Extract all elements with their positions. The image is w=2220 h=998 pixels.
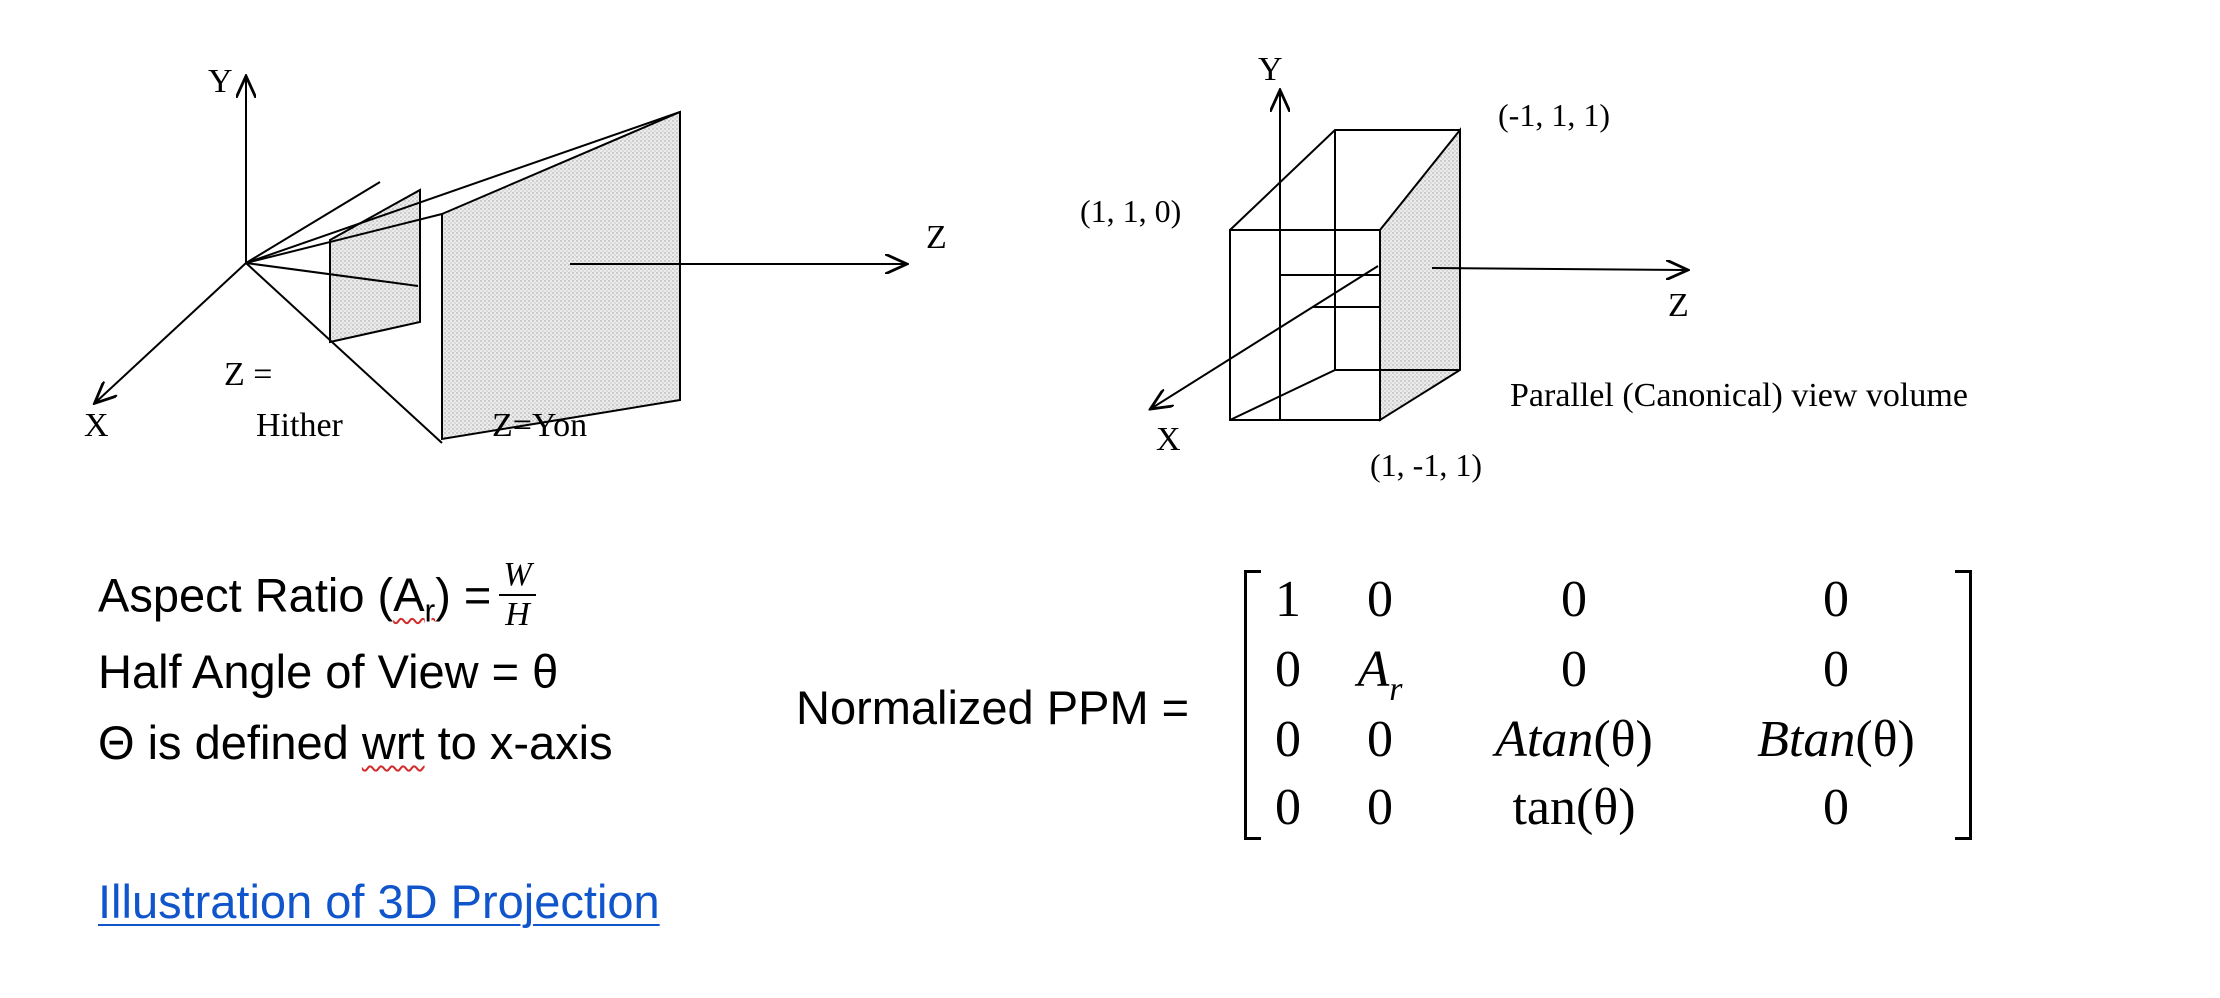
normalized-ppm-matrix: 1 0 0 0 0 Ar 0 0 0 0 Atan(θ) Btan(θ) 0 0… bbox=[1244, 570, 1972, 840]
perspective-view-volume-diagram: Y X Z Z = Hither Z=Yon bbox=[84, 63, 947, 444]
yon-label: Z=Yon bbox=[492, 407, 587, 444]
matrix-cell: 0 bbox=[1367, 711, 1393, 768]
theta-suffix: to x-axis bbox=[424, 716, 613, 769]
theta-prefix: Θ is defined bbox=[98, 716, 362, 769]
matrix-cell: 0 bbox=[1367, 779, 1393, 836]
matrix-cell: 0 bbox=[1275, 711, 1301, 768]
matrix-cell-a-r: Ar bbox=[1357, 641, 1403, 708]
fraction-denominator: H bbox=[505, 596, 530, 633]
z-axis-label: Z bbox=[1668, 287, 1689, 324]
matrix-cell: 0 bbox=[1561, 641, 1587, 698]
z-axis bbox=[1431, 268, 1686, 270]
hither-label-2: Hither bbox=[256, 407, 344, 444]
canonical-view-volume-diagram: Y X Z (-1, 1, 1) (1, 1, 0) (1, -1, 1) Pa… bbox=[1080, 51, 1968, 483]
matrix-cell: 0 bbox=[1823, 779, 1849, 836]
matrix-cell: 0 bbox=[1275, 641, 1301, 698]
matrix-label: Normalized PPM = bbox=[796, 681, 1190, 734]
z-axis-label: Z bbox=[926, 219, 947, 256]
aspect-ratio-prefix: Aspect Ratio ( bbox=[98, 568, 394, 622]
frustum-edges bbox=[245, 111, 681, 444]
right-bracket bbox=[1955, 570, 1972, 840]
matrix-cell-btan: Btan(θ) bbox=[1757, 711, 1915, 768]
matrix-cell: 0 bbox=[1823, 571, 1849, 628]
far-face bbox=[1379, 127, 1461, 422]
matrix-cell-tan: tan(θ) bbox=[1512, 779, 1636, 836]
aspect-ratio-symbol: Ar bbox=[393, 568, 436, 629]
hither-label: Z = bbox=[224, 356, 272, 393]
y-axis-label: Y bbox=[1258, 51, 1283, 88]
x-axis bbox=[1152, 265, 1379, 408]
view-volume-caption: Parallel (Canonical) view volume bbox=[1510, 377, 1968, 414]
theta-wrt: wrt bbox=[361, 716, 425, 769]
x-axis bbox=[96, 262, 247, 402]
matrix-cell: 0 bbox=[1275, 779, 1301, 836]
corner-label-top-right: (-1, 1, 1) bbox=[1498, 97, 1610, 133]
hither-plane bbox=[329, 188, 421, 344]
matrix-cell: 0 bbox=[1367, 571, 1393, 628]
fraction-numerator: W bbox=[499, 556, 536, 596]
x-axis-label: X bbox=[1156, 421, 1181, 458]
matrix-cell: 0 bbox=[1823, 641, 1849, 698]
yon-plane bbox=[441, 110, 681, 441]
corner-label-top-left: (1, 1, 0) bbox=[1080, 193, 1181, 229]
aspect-ratio-suffix: ) = bbox=[435, 568, 492, 622]
matrix-cell-atan: Atan(θ) bbox=[1495, 711, 1653, 768]
x-axis-label: X bbox=[84, 407, 109, 444]
half-angle-definition: Half Angle of View = θ bbox=[98, 645, 559, 698]
y-axis-label: Y bbox=[208, 63, 233, 100]
illustration-link[interactable]: Illustration of 3D Projection bbox=[98, 875, 660, 928]
matrix-cell: 1 bbox=[1275, 571, 1301, 628]
matrix-cell: 0 bbox=[1561, 571, 1587, 628]
left-bracket bbox=[1244, 570, 1261, 840]
view-volume-box bbox=[1229, 129, 1460, 421]
theta-definition: Θ is defined wrt to x-axis bbox=[98, 713, 613, 773]
corner-label-bottom: (1, -1, 1) bbox=[1370, 447, 1482, 483]
